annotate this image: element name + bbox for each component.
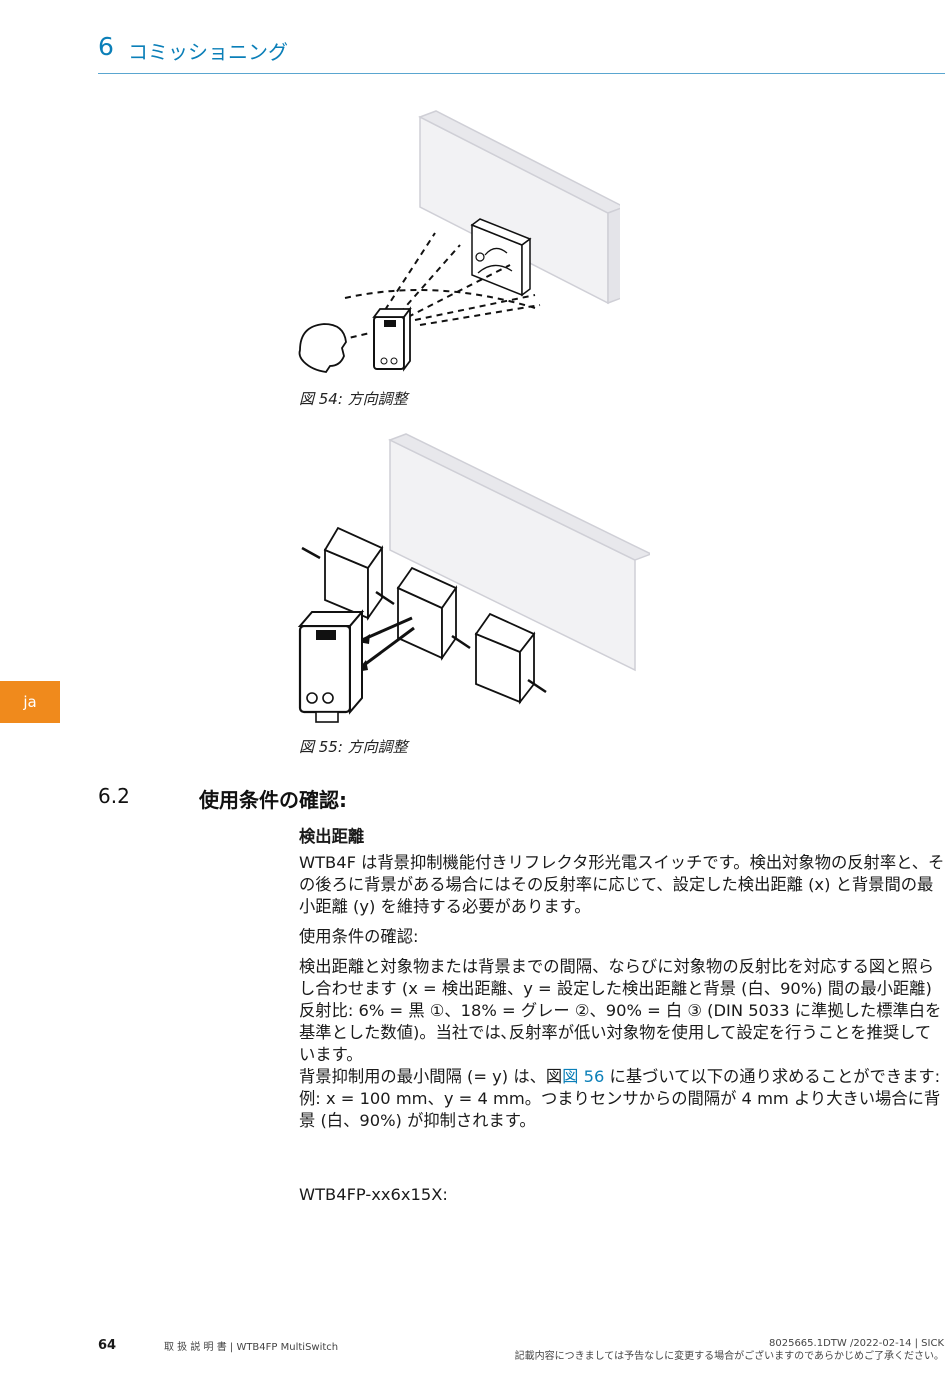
paragraph-intro: WTB4F は背景抑制機能付きリフレクタ形光電スイッチです。検出対象物の反射率と…: [299, 852, 945, 918]
paragraph-check-label: 使用条件の確認:: [299, 926, 945, 948]
min-gap-text-end: に基づいて以下の通り求めることができます:: [604, 1067, 941, 1086]
figure-54-caption: 図 54: 方向調整: [299, 390, 408, 408]
paragraph-min-gap: 背景抑制用の最小間隔 (= y) は、図図 56 に基づいて以下の通り求めること…: [299, 1066, 945, 1088]
section-title: 使用条件の確認:: [199, 788, 347, 812]
header-rule: [98, 73, 945, 74]
chapter-title: コミッショニング: [128, 40, 288, 64]
object-box-3: [474, 612, 536, 705]
figure-54-illustration: [298, 110, 620, 373]
paragraph-example: 例: x = 100 mm、y = 4 mm。つまりセンサからの間隔が 4 mm…: [299, 1089, 941, 1130]
operator-head: [298, 323, 347, 373]
footer-doc-id: 8025665.1DTW /2022-02-14 | SICK: [769, 1338, 944, 1349]
page-number: 64: [98, 1338, 117, 1353]
paragraph-check-label-text: 使用条件の確認:: [299, 927, 419, 946]
sensor-body: [297, 609, 365, 723]
paragraph-procedure: 検出距離と対象物または背景までの間隔、ならびに対象物の反射比を対応する図と照らし…: [299, 956, 945, 1132]
footer-right: 8025665.1DTW /2022-02-14 | SICK 記載内容につきま…: [515, 1337, 944, 1363]
subheading: 検出距離: [299, 827, 365, 846]
footer-disclaimer: 記載内容につきましては予告なしに変更する場合がございますのであらかじめご了承くだ…: [514, 1351, 944, 1362]
model-label: WTB4FP-xx6x15X:: [299, 1184, 945, 1206]
footer-doc-title: 取 扱 説 明 書 | WTB4FP MultiSwitch: [164, 1342, 339, 1353]
section-number: 6.2: [98, 784, 130, 808]
figure-55-caption: 図 55: 方向調整: [299, 738, 408, 756]
figure-55-illustration: [297, 433, 650, 723]
object-box-2: [396, 566, 458, 661]
chapter-number: 6: [98, 32, 114, 61]
paragraph-procedure-text: 検出距離と対象物または背景までの間隔、ならびに対象物の反射比を対応する図と照らし…: [299, 957, 942, 1064]
paragraph-intro-text: WTB4F は背景抑制機能付きリフレクタ形光電スイッチです。検出対象物の反射率と…: [299, 853, 945, 916]
model-label-text: WTB4FP-xx6x15X:: [299, 1185, 448, 1204]
min-gap-text: 背景抑制用の最小間隔 (= y) は、図: [299, 1067, 563, 1086]
object-box-1: [323, 526, 384, 621]
figure-56-link[interactable]: 図 56: [562, 1067, 605, 1086]
language-tab[interactable]: ja: [0, 681, 60, 723]
